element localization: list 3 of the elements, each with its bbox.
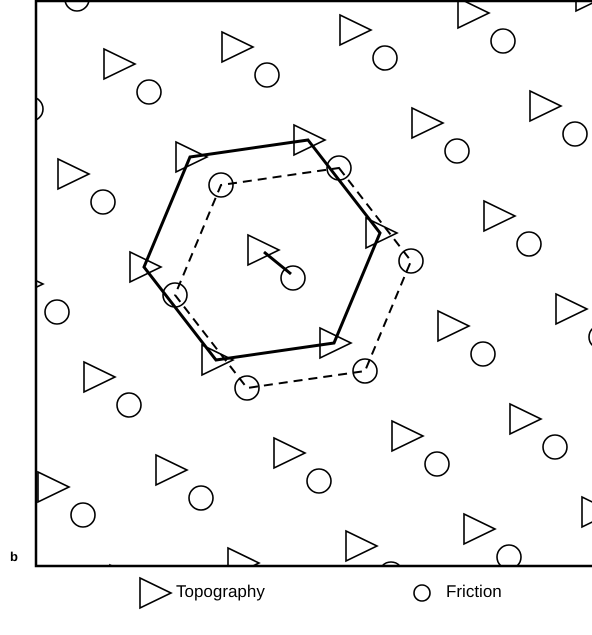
legend-label: Friction (446, 582, 502, 602)
legend-label: Topography (176, 582, 265, 602)
panel-label: b (10, 549, 18, 564)
